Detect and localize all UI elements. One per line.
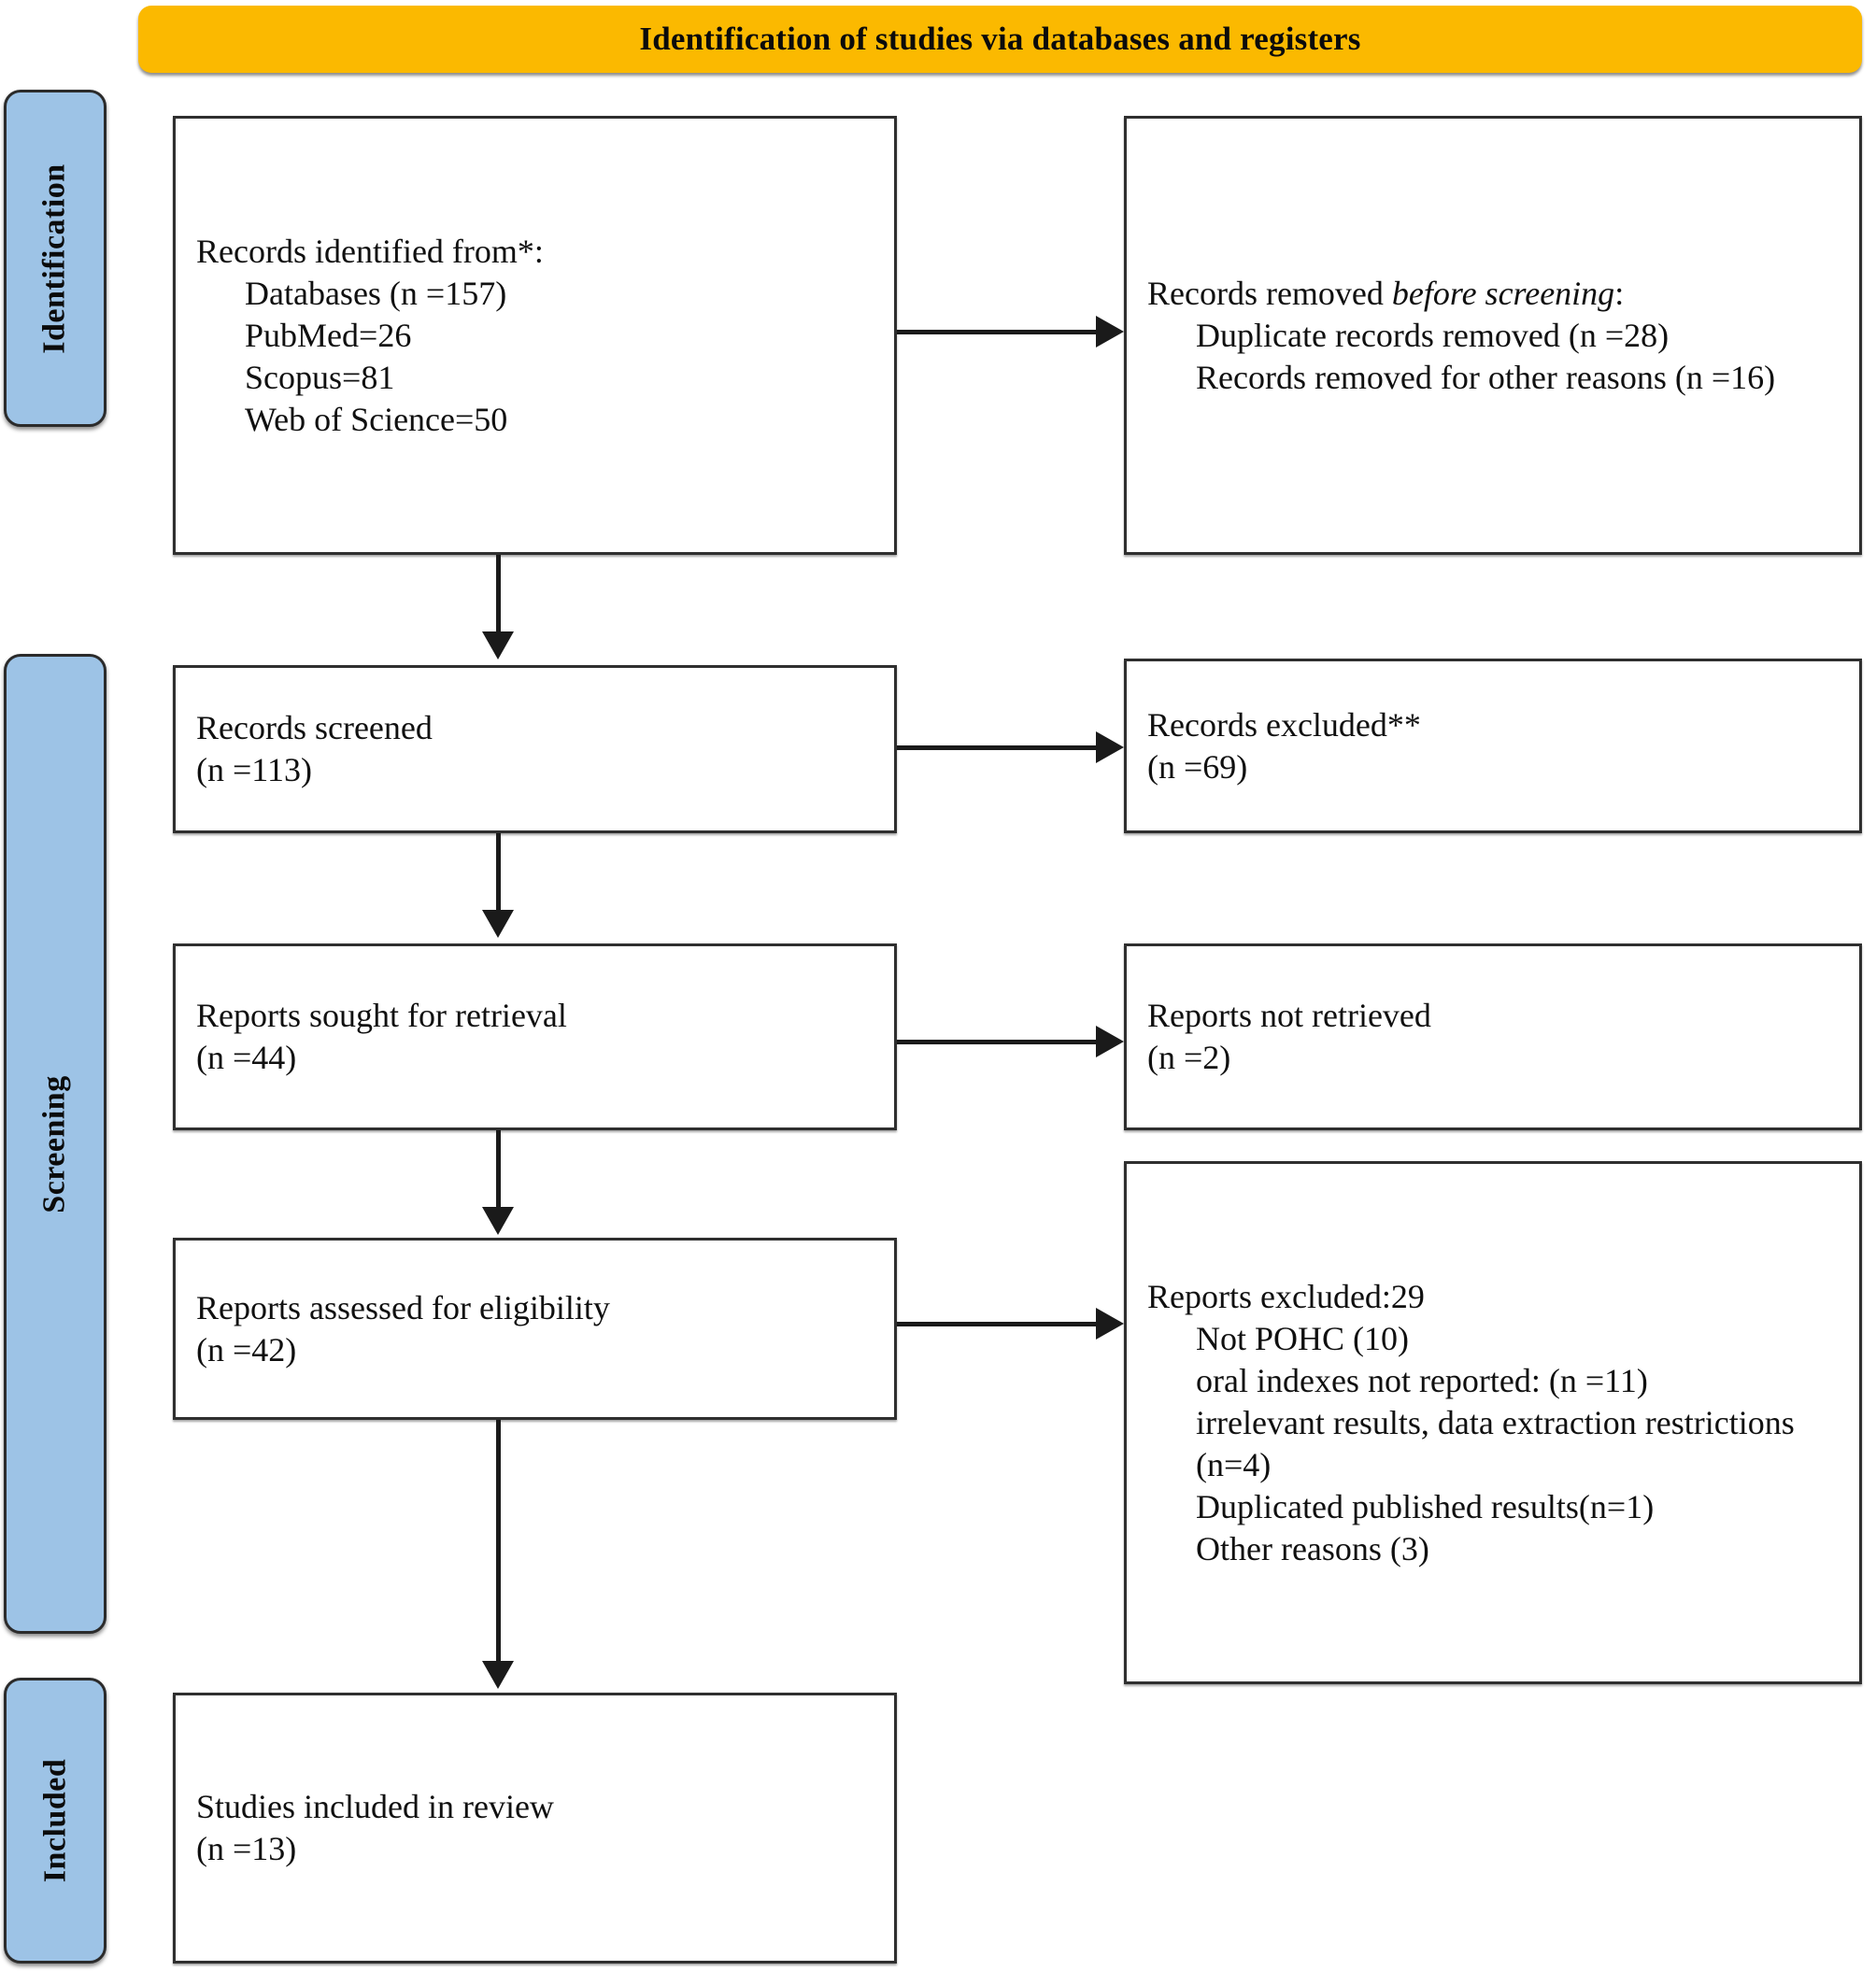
- reports-excluded-line-4: Duplicated published results(n=1): [1196, 1487, 1655, 1525]
- records-identified-box: Records identified from*: Databases (n =…: [173, 116, 897, 555]
- records-identified-line-2: PubMed=26: [245, 316, 412, 354]
- reports-excluded-line-3: irrelevant results, data extraction rest…: [1196, 1403, 1795, 1483]
- records-identified-text: Records identified from*: Databases (n =…: [196, 231, 874, 441]
- reports-assessed-line-1: (n =42): [196, 1330, 297, 1368]
- records-removed-box: Records removed before screening: Duplic…: [1124, 116, 1862, 555]
- records-screened-line-0: Records screened: [196, 709, 433, 746]
- connector-screened-to-excluded: [897, 745, 1098, 750]
- stage-included: Included: [4, 1678, 107, 1964]
- connector-identified-to-removed: [897, 330, 1098, 334]
- records-removed-heading: Records removed before screening:: [1147, 273, 1839, 315]
- records-screened-line-1: (n =113): [196, 751, 312, 788]
- records-excluded-box: Records excluded** (n =69): [1124, 659, 1862, 833]
- stage-identification: Identification: [4, 90, 107, 427]
- records-identified-line-1: Databases (n =157): [245, 274, 507, 312]
- connector-sought-to-assessed: [496, 1130, 501, 1211]
- reports-assessed-line-0: Reports assessed for eligibility: [196, 1288, 610, 1326]
- records-excluded-line-1: (n =69): [1147, 747, 1248, 786]
- records-removed-text: Records removed before screening: Duplic…: [1147, 273, 1839, 399]
- arrow-sought-to-assessed: [482, 1207, 514, 1235]
- stage-screening-label: Screening: [37, 1074, 72, 1213]
- reports-excluded-box: Reports excluded:29 Not POHC (10) oral i…: [1124, 1161, 1862, 1684]
- reports-excluded-line-1: Not POHC (10): [1196, 1319, 1410, 1357]
- banner-title: Identification of studies via databases …: [639, 21, 1361, 57]
- reports-sought-line-1: (n =44): [196, 1039, 297, 1076]
- studies-included-line-1: (n =13): [196, 1830, 297, 1867]
- records-removed-heading-italic: before screening: [1391, 274, 1615, 312]
- connector-assessed-to-included: [496, 1420, 501, 1665]
- diagram-header-banner: Identification of studies via databases …: [138, 6, 1862, 73]
- reports-sought-line-0: Reports sought for retrieval: [196, 997, 567, 1034]
- reports-excluded-text: Reports excluded:29 Not POHC (10) oral i…: [1147, 1276, 1839, 1570]
- records-identified-line-3: Scopus=81: [245, 358, 395, 396]
- reports-not-retrieved-line-0: Reports not retrieved: [1147, 997, 1431, 1034]
- connector-sought-to-not-retrieved: [897, 1040, 1098, 1044]
- arrow-assessed-to-reports-excluded: [1096, 1308, 1124, 1340]
- records-removed-line-1: Records removed for other reasons (n =16…: [1196, 358, 1776, 396]
- records-screened-text: Records screened (n =113): [196, 707, 874, 791]
- records-removed-heading-lead: Records removed: [1147, 274, 1392, 312]
- records-removed-heading-tail: :: [1614, 274, 1625, 312]
- reports-sought-text: Reports sought for retrieval (n =44): [196, 995, 874, 1079]
- records-screened-box: Records screened (n =113): [173, 665, 897, 833]
- arrow-sought-to-not-retrieved: [1096, 1026, 1124, 1057]
- reports-excluded-line-0: Reports excluded:29: [1147, 1277, 1425, 1315]
- records-excluded-line-0: Records excluded**: [1147, 705, 1421, 744]
- studies-included-text: Studies included in review (n =13): [196, 1786, 874, 1870]
- reports-sought-box: Reports sought for retrieval (n =44): [173, 943, 897, 1130]
- reports-assessed-text: Reports assessed for eligibility (n =42): [196, 1287, 874, 1371]
- arrow-identified-to-removed: [1096, 316, 1124, 347]
- stage-included-label: Included: [37, 1758, 72, 1883]
- reports-not-retrieved-text: Reports not retrieved (n =2): [1147, 995, 1839, 1079]
- arrow-assessed-to-included: [482, 1661, 514, 1689]
- reports-not-retrieved-box: Reports not retrieved (n =2): [1124, 943, 1862, 1130]
- records-identified-line-0: Records identified from*:: [196, 232, 544, 270]
- connector-identified-to-screened: [496, 555, 501, 635]
- stage-identification-label: Identification: [37, 163, 73, 354]
- arrow-identified-to-screened: [482, 631, 514, 659]
- connector-screened-to-sought: [496, 833, 501, 914]
- records-identified-line-4: Web of Science=50: [245, 400, 508, 438]
- records-removed-line-0: Duplicate records removed (n =28): [1196, 316, 1670, 354]
- reports-excluded-line-5: Other reasons (3): [1196, 1529, 1429, 1567]
- studies-included-line-0: Studies included in review: [196, 1788, 554, 1825]
- reports-assessed-box: Reports assessed for eligibility (n =42): [173, 1238, 897, 1420]
- connector-assessed-to-reports-excluded: [897, 1322, 1098, 1326]
- reports-not-retrieved-line-1: (n =2): [1147, 1039, 1231, 1076]
- arrow-screened-to-excluded: [1096, 731, 1124, 763]
- studies-included-box: Studies included in review (n =13): [173, 1693, 897, 1964]
- records-excluded-text: Records excluded** (n =69): [1147, 704, 1839, 788]
- stage-screening: Screening: [4, 654, 107, 1634]
- arrow-screened-to-sought: [482, 910, 514, 938]
- reports-excluded-line-2: oral indexes not reported: (n =11): [1196, 1361, 1648, 1399]
